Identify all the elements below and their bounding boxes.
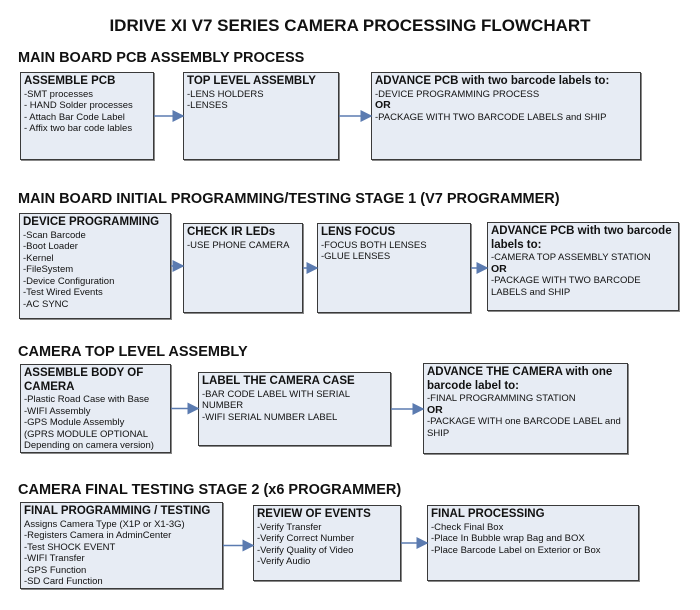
process-box-line: -BAR CODE LABEL WITH SERIAL NUMBER: [202, 388, 350, 412]
process-box-line: -Place Barcode Label on Exterior or Box: [431, 544, 601, 556]
process-box-line: -WIFI Transfer: [24, 553, 85, 565]
process-box-line: -Verify Audio: [257, 556, 311, 568]
process-box-line: -PACKAGE WITH TWO BARCODE LABELS and SHI…: [491, 275, 641, 298]
process-box: LENS FOCUS-FOCUS BOTH LENSES-GLUE LENSES: [317, 223, 471, 313]
section-heading: CAMERA FINAL TESTING STAGE 2 (x6 PROGRAM…: [18, 482, 402, 498]
process-box-line: -Test SHOCK EVENT: [24, 541, 116, 553]
process-box-title: ADVANCE THE CAMERA with one barcode labe…: [427, 366, 613, 392]
process-box-line: -Place In Bubble wrap Bag and BOX: [431, 533, 585, 545]
process-box-line: -Check Final Box: [431, 521, 504, 533]
process-box-line: -SMT processes: [24, 88, 93, 100]
process-box-line: -Test Wired Events: [23, 287, 103, 299]
section-heading: MAIN BOARD INITIAL PROGRAMMING/TESTING S…: [18, 191, 560, 207]
process-box-line: -SD Card Function: [24, 576, 103, 588]
process-box-line: -Verify Correct Number: [257, 533, 355, 545]
process-box-line: -PACKAGE WITH one BARCODE LABEL and SHIP: [427, 416, 621, 439]
process-box-line: (GPRS MODULE OPTIONAL Depending on camer…: [24, 428, 154, 452]
process-box-title: TOP LEVEL ASSEMBLY: [187, 75, 316, 87]
process-box-line: - Affix two bar code lables: [24, 123, 133, 135]
process-box-title: FINAL PROGRAMMING / TESTING: [24, 505, 211, 517]
process-box-line: -Kernel: [23, 252, 54, 264]
process-box: ASSEMBLE BODY OF CAMERA-Plastic Road Cas…: [20, 364, 171, 453]
process-box: FINAL PROCESSING -Check Final Box-Place …: [427, 505, 639, 581]
process-box: ADVANCE THE CAMERA with one barcode labe…: [423, 363, 628, 454]
process-box-line: OR: [375, 99, 391, 112]
section-heading: CAMERA TOP LEVEL ASSEMBLY: [18, 344, 248, 360]
process-box-line: -CAMERA TOP ASSEMBLY STATION: [491, 252, 651, 263]
process-box-line: -WIFI Assembly: [24, 405, 91, 417]
process-box-line: -GLUE LENSES: [321, 251, 391, 263]
process-box-line: OR: [491, 262, 507, 275]
process-box-line: -USE PHONE CAMERA: [187, 239, 290, 251]
process-box: ADVANCE PCB with two barcode labels to:-…: [371, 72, 641, 160]
process-box-title: ADVANCE PCB with two barcode labels to:: [491, 225, 672, 251]
process-box-line: Assigns Camera Type (X1P or X1-3G): [24, 518, 185, 530]
process-box-title: ADVANCE PCB with two barcode labels to:: [375, 75, 610, 87]
process-box-line: -Boot Loader: [23, 241, 78, 253]
flowchart-title: IDRIVE XI V7 SERIES CAMERA PROCESSING FL…: [109, 16, 591, 35]
process-box-line: -GPS Module Assembly: [24, 417, 125, 429]
process-box-line: - HAND Solder processes: [24, 100, 133, 112]
process-box: TOP LEVEL ASSEMBLY-LENS HOLDERS-LENSES: [183, 72, 339, 160]
process-box-title: LENS FOCUS: [321, 226, 396, 238]
process-box: DEVICE PROGRAMMING-Scan Barcode-Boot Loa…: [19, 213, 171, 319]
process-box: ADVANCE PCB with two barcode labels to:-…: [487, 222, 679, 311]
process-box-line: -FINAL PROGRAMMING STATION: [427, 393, 576, 404]
process-box-line: - Attach Bar Code Label: [24, 111, 125, 123]
process-box-title: LABEL THE CAMERA CASE: [202, 375, 355, 387]
process-box-line: -LENSES: [187, 100, 228, 112]
process-box: LABEL THE CAMERA CASE-BAR CODE LABEL WIT…: [198, 372, 391, 446]
process-box-line: -Scan Barcode: [23, 229, 86, 241]
process-box-line: -FOCUS BOTH LENSES: [321, 239, 427, 251]
process-box-title: DEVICE PROGRAMMING: [23, 216, 160, 228]
process-box: CHECK IR LEDs-USE PHONE CAMERA: [183, 223, 303, 313]
process-box-line: -Verify Transfer: [257, 521, 322, 533]
process-box-title: ASSEMBLE BODY OF CAMERA: [24, 367, 144, 393]
process-box-line: -GPS Function: [24, 564, 87, 576]
process-box-line: -WIFI SERIAL NUMBER LABEL: [202, 411, 338, 423]
process-box-line: -Plastic Road Case with Base: [24, 394, 150, 405]
process-box-title: FINAL PROCESSING: [431, 508, 545, 520]
process-box-title: CHECK IR LEDs: [187, 226, 276, 238]
process-box-line: -Registers Camera in AdminCenter: [24, 530, 172, 542]
process-box-line: -FileSystem: [23, 264, 74, 276]
process-box: REVIEW OF EVENTS-Verify Transfer-Verify …: [253, 505, 401, 581]
process-box-line: OR: [427, 403, 443, 416]
process-box-line: -DEVICE PROGRAMMING PROCESS: [375, 88, 540, 100]
process-box-line: -Device Configuration: [23, 275, 115, 287]
process-box-title: ASSEMBLE PCB: [24, 75, 116, 87]
process-box-line: -AC SYNC: [23, 299, 69, 311]
process-box: ASSEMBLE PCB -SMT processes- HAND Solder…: [20, 72, 154, 160]
process-box-line: -PACKAGE WITH TWO BARCODE LABELS and SHI…: [375, 111, 607, 123]
process-box-title: REVIEW OF EVENTS: [257, 508, 371, 520]
process-box-line: -Verify Quality of Video: [257, 544, 354, 556]
process-box-line: -LENS HOLDERS: [187, 88, 264, 100]
section-heading: MAIN BOARD PCB ASSEMBLY PROCESS: [18, 50, 305, 66]
